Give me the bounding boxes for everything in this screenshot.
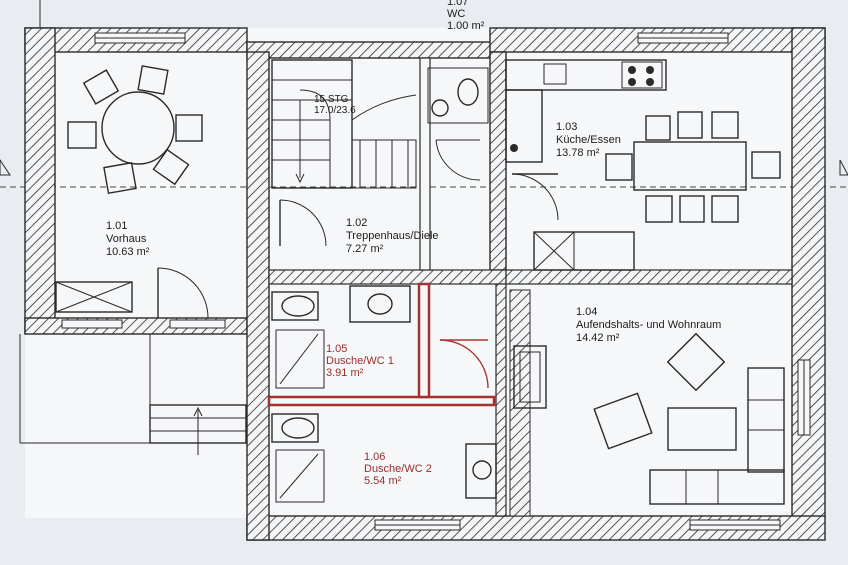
stair-door — [279, 199, 327, 247]
wardrobe-vorhaus — [55, 281, 133, 313]
stair-label: 15 STG 17.0/23.6 — [314, 94, 356, 116]
room-name: Dusche/WC 2 — [364, 463, 432, 475]
stair-dimension: 17.0/23.6 — [314, 105, 356, 116]
room-name: Vorhaus — [106, 233, 147, 245]
room-number: 1.01 — [106, 220, 128, 232]
room-number: 1.06 — [364, 451, 386, 463]
section-marker-right — [839, 159, 848, 176]
room-number: 1.07 — [447, 0, 469, 8]
sideboard-kitchen — [533, 231, 635, 271]
room-area: 13.78 m² — [556, 147, 600, 159]
room-area: 14.42 m² — [576, 332, 620, 344]
kitchen-counter — [505, 59, 667, 163]
exterior-steps — [19, 334, 247, 455]
wc-fixtures — [427, 67, 489, 181]
room-label-1-01: 1.01 Vorhaus 10.63 m² — [106, 220, 149, 259]
room-label-1-07: 1.07 WC 1.00 m² — [447, 0, 484, 32]
bathroom-1-door — [439, 339, 489, 389]
windows — [61, 32, 811, 531]
room-number: 1.02 — [346, 217, 368, 229]
room-label-1-03: 1.03 Küche/Essen 13.78 m² — [556, 121, 621, 160]
dining-table-kitchen — [605, 111, 781, 223]
room-number: 1.04 — [576, 306, 598, 318]
room-label-1-04: 1.04 Aufendshalts- und Wohnraum 14.42 m² — [576, 306, 721, 345]
room-name: Treppenhaus/Diele — [346, 230, 439, 242]
outer-walls — [24, 27, 826, 541]
room-name: Dusche/WC 1 — [326, 355, 394, 367]
room-area: 10.63 m² — [106, 246, 150, 258]
kitchen-door — [511, 173, 559, 221]
room-area: 7.27 m² — [346, 243, 384, 255]
dining-table-round — [67, 65, 203, 195]
bathroom-2-fixtures — [271, 413, 497, 503]
room-number: 1.05 — [326, 343, 348, 355]
stove — [513, 345, 547, 409]
room-label-1-05: 1.05 Dusche/WC 1 3.91 m² — [326, 343, 394, 379]
stair-steps: 15 STG — [314, 94, 349, 105]
room-area: 3.91 m² — [326, 367, 364, 379]
entrance-door — [157, 267, 209, 319]
bathroom-1-fixtures — [271, 285, 411, 389]
living-furniture — [593, 332, 785, 505]
room-number: 1.03 — [556, 121, 578, 133]
room-area: 1.00 m² — [447, 20, 485, 32]
room-name: Küche/Essen — [556, 134, 621, 146]
room-label-1-02: 1.02 Treppenhaus/Diele 7.27 m² — [346, 217, 439, 256]
section-marker-left — [0, 159, 11, 176]
room-label-1-06: 1.06 Dusche/WC 2 5.54 m² — [364, 451, 432, 487]
room-area: 5.54 m² — [364, 475, 402, 487]
room-name: Aufendshalts- und Wohnraum — [576, 319, 722, 331]
room-name: WC — [447, 8, 466, 20]
staircase — [271, 59, 417, 189]
